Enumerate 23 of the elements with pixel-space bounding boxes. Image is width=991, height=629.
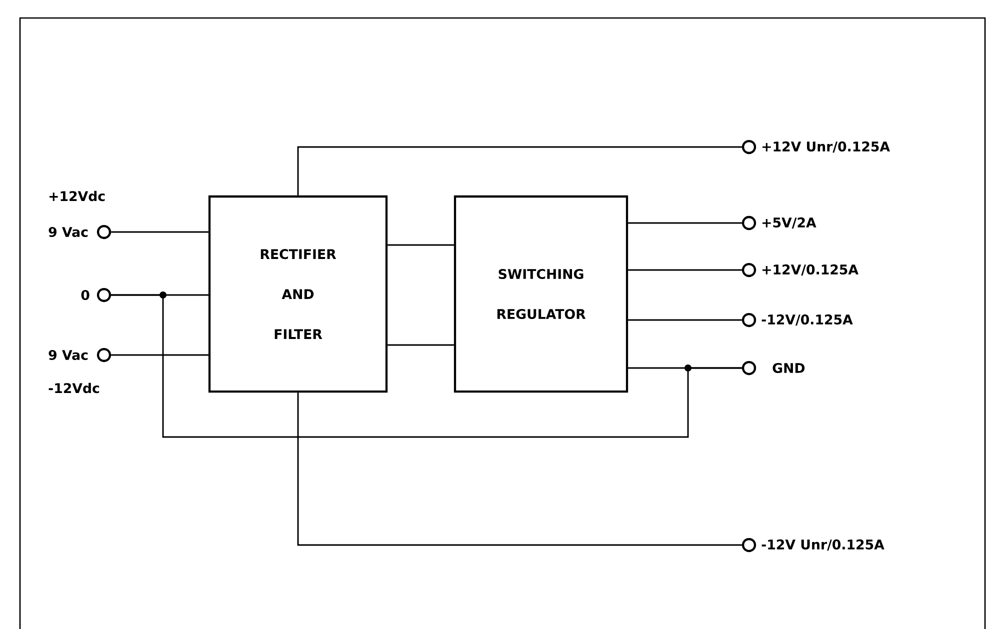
wire [297, 146, 742, 196]
wire [388, 344, 454, 346]
wire [111, 294, 742, 438]
terminal-label: +12Vdc [50, 190, 105, 202]
wire [388, 244, 454, 246]
block-box: RECTIFIER AND FILTER [208, 195, 388, 393]
wire [111, 231, 208, 233]
wire [297, 392, 742, 546]
terminal-label: GND [772, 362, 805, 374]
terminal-label: -12V Unr/0.125A [762, 539, 884, 551]
terminal-label: 9 Vac [48, 226, 88, 238]
terminal-label: -12Vdc [48, 382, 100, 394]
terminal-label: +12V Unr/0.125A [762, 141, 890, 153]
wire [628, 222, 742, 224]
block-box: SWITCHING REGULATOR [454, 195, 628, 393]
terminal-label: +5V/2A [762, 217, 816, 229]
wire [628, 319, 742, 321]
wire [111, 354, 208, 356]
terminal-label: 0 [81, 290, 90, 300]
terminal-label: 9 Vac [48, 350, 88, 360]
terminal-label: -12V/0.125A [762, 314, 853, 326]
terminal-label: +12V/0.125A [762, 264, 858, 276]
wire [628, 269, 742, 271]
